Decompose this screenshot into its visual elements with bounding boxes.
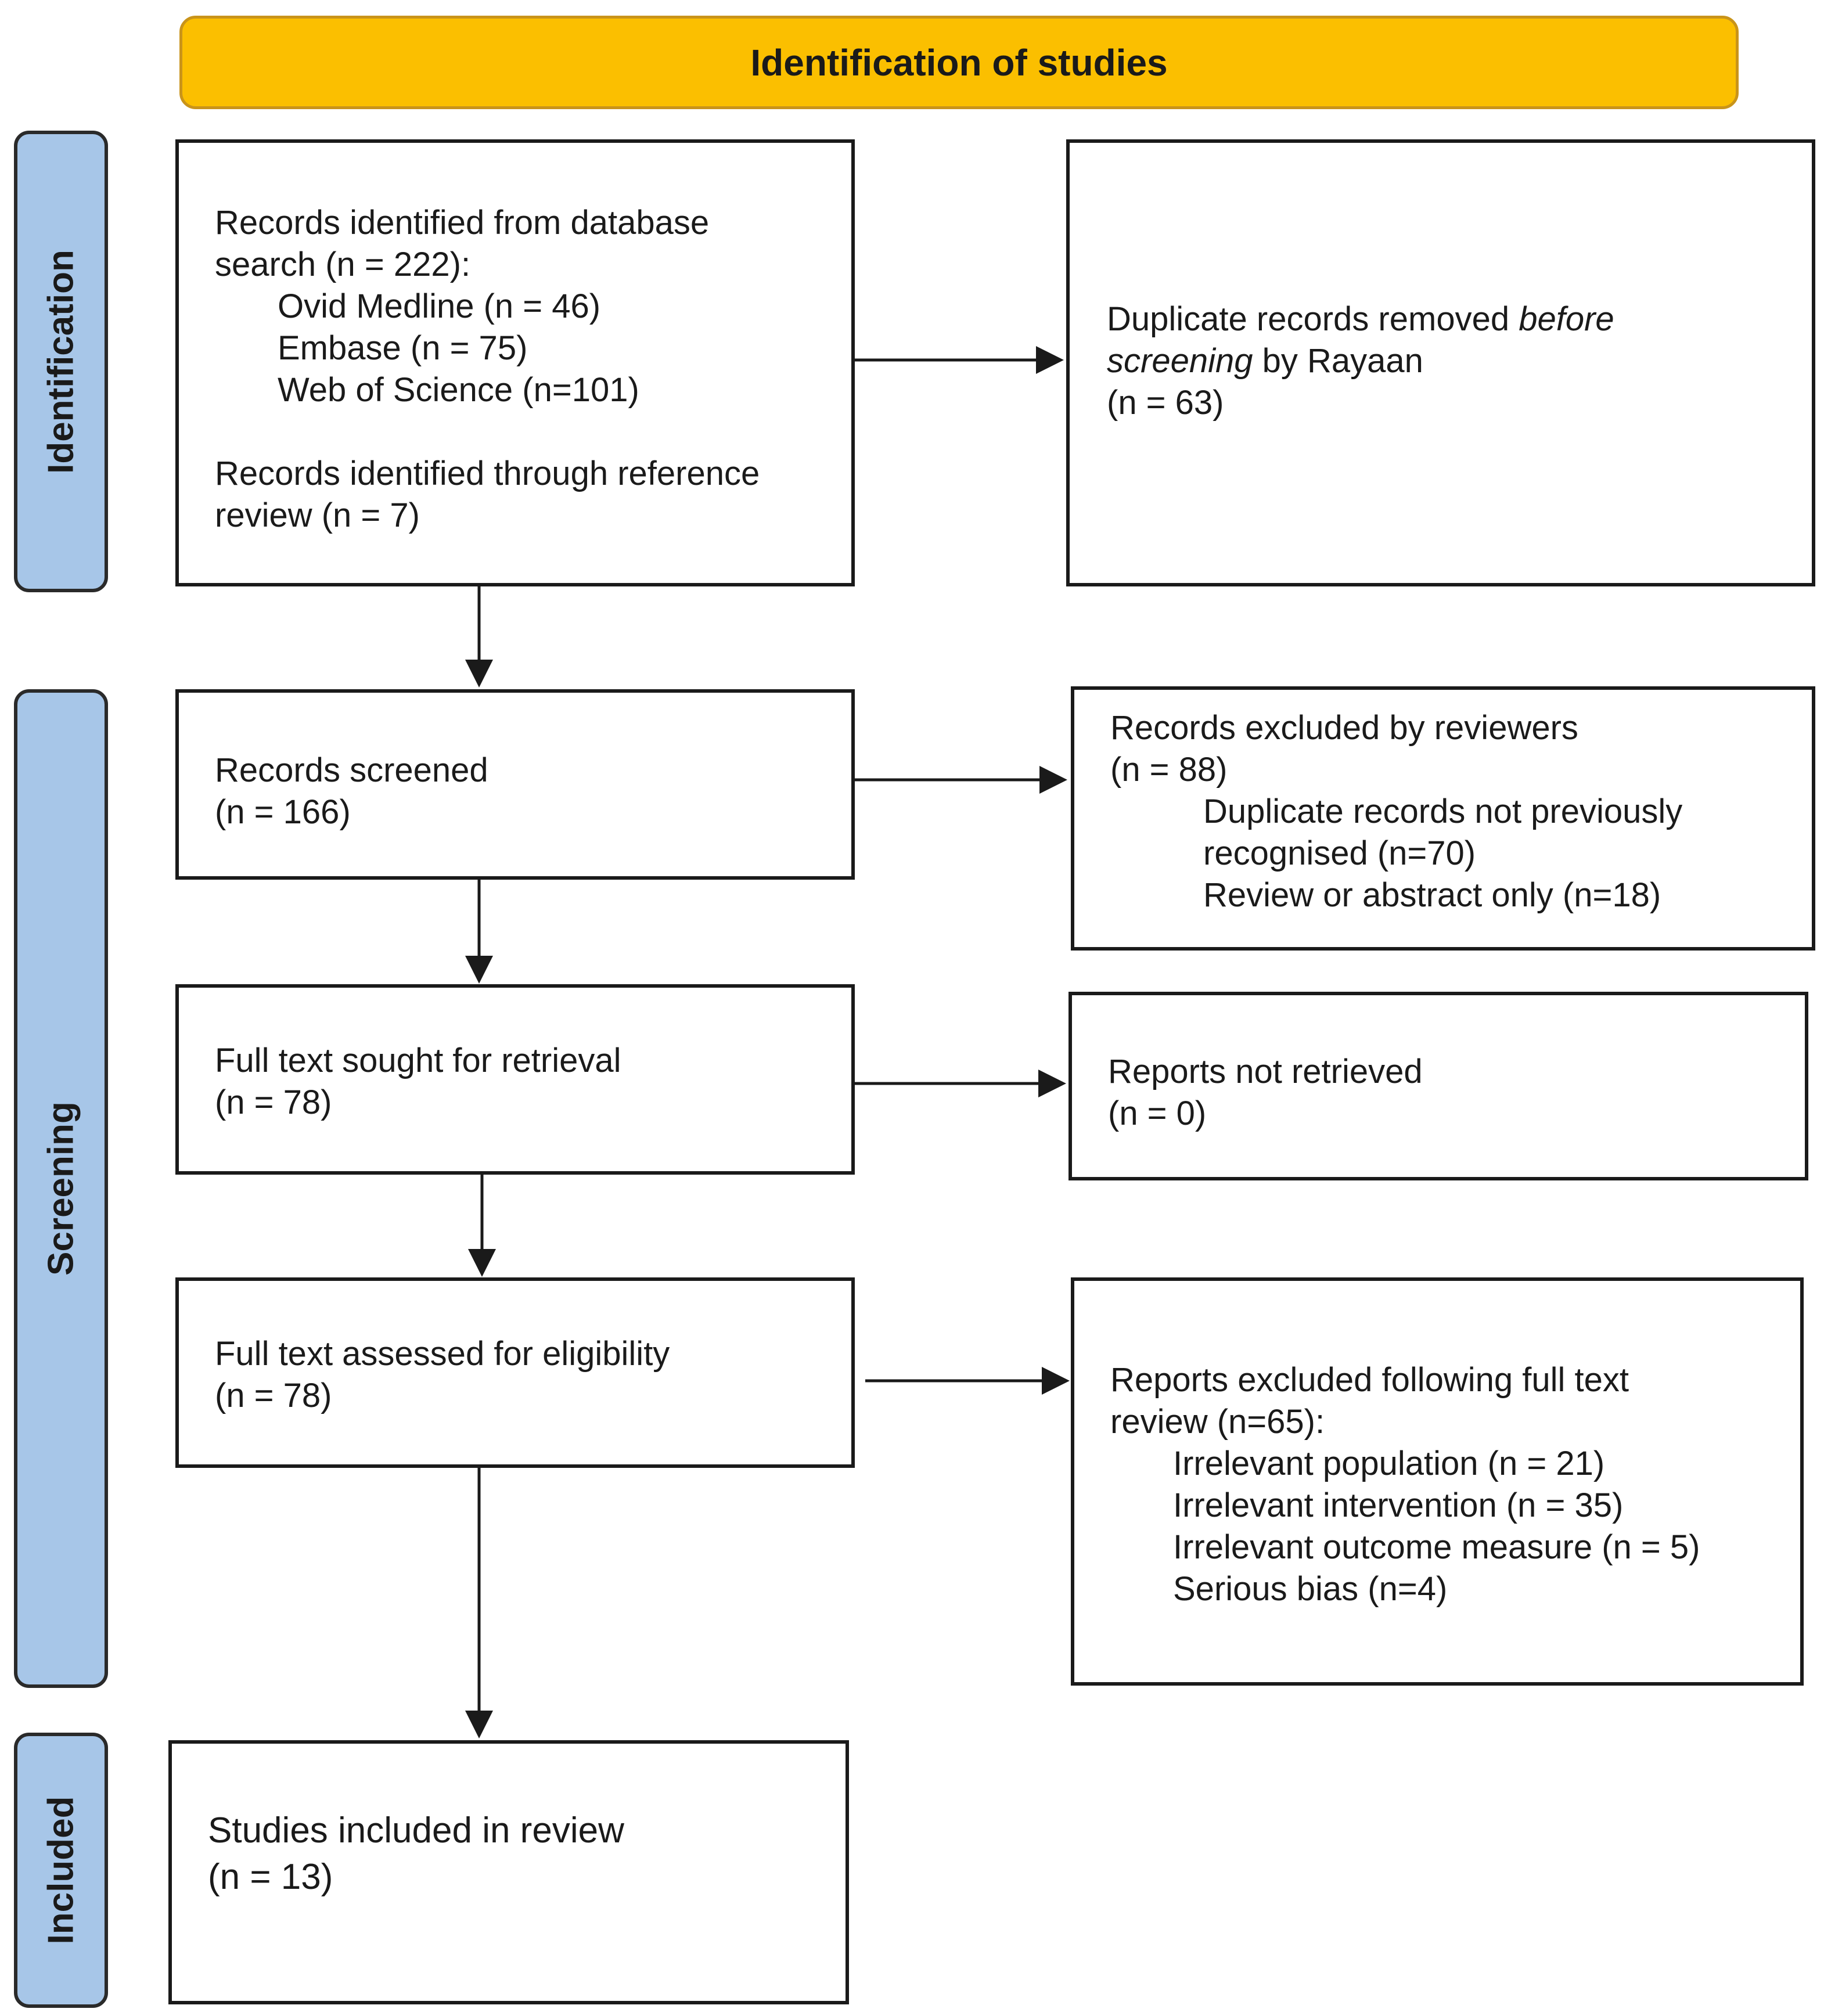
full-text-sought-box: Full text sought for retrieval (n = 78): [175, 984, 855, 1175]
records-identified-line1: Records identified from database: [215, 204, 710, 242]
duplicates-removed-line1: Duplicate records removed before: [1107, 298, 1812, 340]
source-web-of-science: Web of Science (n=101): [278, 371, 639, 409]
records-excluded-item1: Duplicate records not previously: [1203, 793, 1683, 830]
arrowhead-studies-included: [465, 1711, 493, 1738]
records-identified-box: Records identified from database search …: [175, 139, 855, 586]
reports-not-retrieved-count: (n = 0): [1108, 1095, 1207, 1132]
records-excluded-item2: recognised (n=70): [1203, 834, 1476, 872]
duplicates-removed-italic-before: before: [1519, 300, 1614, 338]
duplicates-removed-box: Duplicate records removed before screeni…: [1066, 139, 1815, 586]
source-embase: Embase (n = 75): [278, 329, 528, 367]
records-identified-line3: Records identified through reference: [215, 455, 760, 492]
reports-excluded-line1: Reports excluded following full text: [1110, 1361, 1629, 1399]
duplicates-removed-by: by Rayaan: [1253, 342, 1423, 380]
reports-excluded-item4: Serious bias (n=4): [1173, 1570, 1448, 1608]
duplicates-removed-text: Duplicate records removed: [1107, 300, 1519, 338]
phase-screening: Screening: [14, 689, 108, 1688]
reports-excluded-item1: Irrelevant population (n = 21): [1173, 1445, 1605, 1482]
records-screened-count: (n = 166): [215, 793, 351, 831]
reports-not-retrieved-box: Reports not retrieved (n = 0): [1069, 992, 1808, 1180]
full-text-sought-label: Full text sought for retrieval: [215, 1042, 621, 1079]
banner-title: Identification of studies: [750, 41, 1168, 84]
records-excluded-item3: Review or abstract only (n=18): [1203, 876, 1661, 914]
full-text-assessed-box: Full text assessed for eligibility (n = …: [175, 1277, 855, 1468]
studies-included-box: Studies included in review (n = 13): [168, 1740, 849, 2004]
studies-included-count: (n = 13): [208, 1857, 333, 1897]
arrowhead-reports-excluded: [1042, 1367, 1070, 1395]
reports-excluded-line2: review (n=65):: [1110, 1403, 1325, 1441]
records-identified-line2: search (n = 222):: [215, 246, 471, 283]
duplicates-removed-line2: screening by Rayaan: [1107, 340, 1812, 382]
records-screened-box: Records screened (n = 166): [175, 689, 855, 880]
reports-excluded-item3: Irrelevant outcome measure (n = 5): [1173, 1528, 1700, 1566]
duplicates-removed-count: (n = 63): [1107, 384, 1224, 422]
phase-included: Included: [14, 1733, 108, 2008]
records-identified-line4: review (n = 7): [215, 496, 420, 534]
arrowhead-full-text-sought: [465, 956, 493, 984]
records-excluded-count: (n = 88): [1110, 751, 1228, 789]
arrowhead-reports-not-retrieved: [1038, 1070, 1066, 1097]
arrowhead-full-text-assessed: [468, 1249, 496, 1277]
phase-identification: Identification: [14, 131, 108, 592]
full-text-sought-count: (n = 78): [215, 1083, 332, 1121]
records-excluded-label: Records excluded by reviewers: [1110, 709, 1578, 747]
records-screened-label: Records screened: [215, 751, 488, 789]
full-text-assessed-count: (n = 78): [215, 1377, 332, 1414]
arrowhead-records-excluded: [1039, 766, 1067, 794]
arrowhead-duplicates-removed: [1036, 346, 1064, 374]
duplicates-removed-italic-screening: screening: [1107, 342, 1253, 380]
identification-banner: Identification of studies: [179, 16, 1739, 109]
source-ovid-medline: Ovid Medline (n = 46): [278, 287, 601, 325]
full-text-assessed-label: Full text assessed for eligibility: [215, 1335, 670, 1373]
reports-excluded-item2: Irrelevant intervention (n = 35): [1173, 1486, 1624, 1524]
reports-excluded-box: Reports excluded following full text rev…: [1071, 1277, 1804, 1686]
studies-included-label: Studies included in review: [208, 1810, 624, 1851]
arrowhead-records-screened: [465, 660, 493, 687]
records-excluded-box: Records excluded by reviewers (n = 88) D…: [1071, 686, 1815, 951]
reports-not-retrieved-label: Reports not retrieved: [1108, 1053, 1423, 1090]
